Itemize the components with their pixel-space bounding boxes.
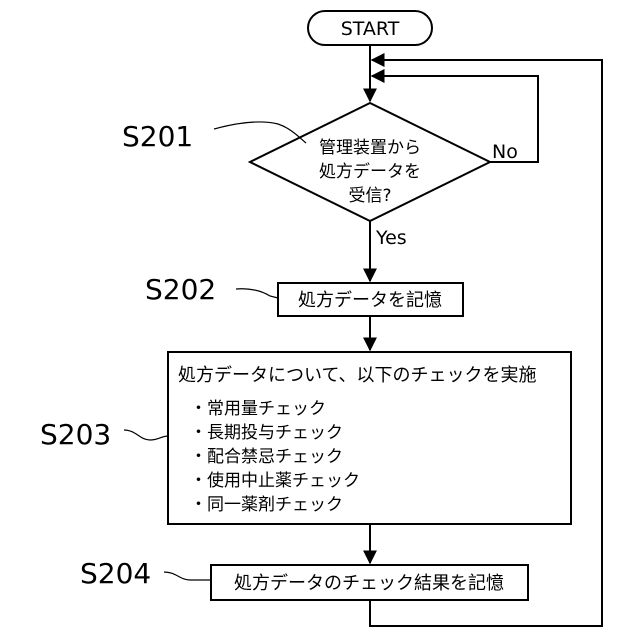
s203-item: ・同一薬剤チェック: [190, 495, 343, 515]
s204-id: S204: [80, 557, 151, 590]
s203-item: ・配合禁忌チェック: [190, 447, 343, 467]
s204-leader: [164, 572, 211, 580]
s203-item: ・使用中止薬チェック: [190, 470, 360, 491]
s201-line-2: 処方データを: [319, 161, 421, 182]
s203-item: ・常用量チェック: [190, 399, 326, 419]
no-label: No: [492, 141, 518, 163]
s201-id: S201: [122, 120, 193, 153]
s202-leader: [236, 289, 278, 298]
s203-id: S203: [40, 418, 111, 451]
s201-line-1: 管理装置から: [319, 138, 421, 158]
start-label: START: [341, 18, 400, 40]
s201-line-3: 受信?: [348, 186, 391, 206]
s203-leader: [124, 430, 168, 440]
s201-leader: [214, 122, 306, 143]
s203-item: ・長期投与チェック: [190, 423, 343, 443]
yes-label: Yes: [375, 227, 407, 249]
s202-label: 処方データを記憶: [298, 290, 442, 311]
s202-id: S202: [145, 273, 216, 306]
s204-label: 処方データのチェック結果を記憶: [234, 573, 504, 594]
s203-heading: 処方データについて、以下のチェックを実施: [178, 365, 537, 386]
